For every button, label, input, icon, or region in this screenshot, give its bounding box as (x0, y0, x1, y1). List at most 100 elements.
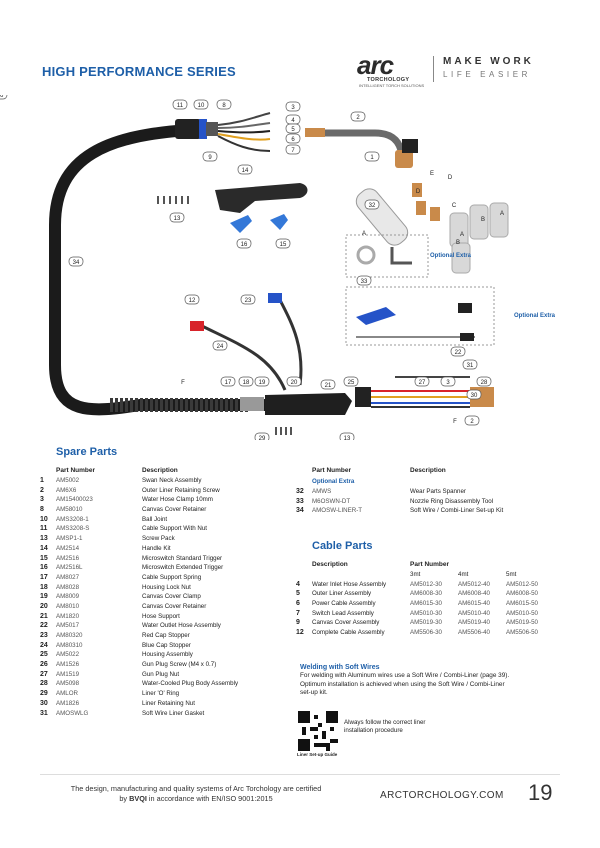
part-description: Canvas Cover Clamp (142, 593, 201, 601)
callout-label: 28 (481, 380, 488, 386)
callout-label: 21 (325, 383, 332, 389)
callout-label: 14 (242, 168, 249, 174)
part-description: Water-Cooled Plug Body Assembly (142, 680, 239, 688)
part-description: Water Inlet Hose Assembly (312, 580, 387, 588)
callout-label: 19 (259, 380, 266, 386)
callout-label: 5 (291, 127, 295, 133)
callout-label: 3 (446, 380, 450, 386)
callout-bubble (220, 376, 236, 387)
callout-label: 1 (370, 155, 374, 161)
handle (215, 183, 308, 213)
logo-subtitle: TORCHOLOGY (367, 77, 410, 83)
callout-bubble (466, 389, 482, 400)
cable-support (175, 119, 201, 139)
part-number: AM5010-30 (410, 609, 442, 617)
soft-wire-heading: Welding with Soft Wires (300, 664, 380, 671)
callout-label: 4 (291, 118, 295, 124)
part-description: Microswitch Standard Trigger (142, 554, 223, 562)
callout-bubble (350, 111, 366, 122)
callout-bubble (285, 123, 301, 134)
item-number: 22 (40, 622, 48, 630)
callout-label: 29 (259, 436, 266, 440)
callout-label: F (181, 380, 185, 386)
item-number: 28 (40, 680, 48, 688)
part-description: Power Cable Assembly (312, 600, 376, 608)
item-number: 5 (296, 590, 300, 598)
wear-parts-spanner (355, 188, 409, 246)
part-number: AMLOR (56, 690, 79, 698)
canvas-retainer (206, 122, 218, 136)
part-number: AM2516 (56, 554, 80, 562)
part-description: Housing Assembly (142, 651, 193, 659)
part-description: Liner Retaining Nut (142, 699, 195, 707)
page-number: 19 (528, 780, 553, 805)
part-description: Nozzle Ring Disassembly Tool (410, 497, 494, 505)
len-5mt: 5mt (506, 571, 517, 579)
footer-divider (40, 774, 560, 775)
callout-bubble (172, 99, 188, 110)
part-number: AM5506-40 (458, 629, 490, 637)
footer-website[interactable]: ARCTORCHOLOGY.COM (380, 790, 504, 801)
part-description: Water Outlet Hose Assembly (142, 622, 221, 630)
callout-label: 32 (369, 203, 376, 209)
contact-tip (305, 128, 325, 137)
part-number: AMSP1-1 (56, 535, 83, 543)
callout-bubble (450, 346, 466, 357)
qr-code[interactable] (298, 711, 338, 751)
part-description: Cable Support With Nut (142, 525, 207, 533)
callout-bubble (462, 359, 478, 370)
callout-label: 20 (291, 380, 298, 386)
part-description: Housing Lock Nut (142, 583, 191, 591)
part-number: AM5010-40 (458, 609, 490, 617)
item-number: 25 (40, 651, 48, 659)
callout-bubble (320, 379, 336, 390)
footer-certification: The design, manufacturing and quality sy… (70, 784, 322, 803)
part-number: AM5019-30 (410, 619, 442, 627)
callout-bubble (364, 199, 380, 210)
item-number: 19 (40, 593, 48, 601)
logo-strapline: INTELLIGENT TORCH SOLUTIONS (359, 83, 425, 88)
callout-bubble (193, 99, 209, 110)
callout-bubble (339, 432, 355, 440)
callout-label: 15 (280, 242, 287, 248)
callout-label: D (448, 175, 453, 181)
part-number: AM6015-50 (506, 600, 538, 608)
part-description: Switch Lead Assembly (312, 609, 374, 617)
part-number: AM2514 (56, 544, 80, 552)
part-number: AM80320 (56, 632, 83, 640)
part-description: Gun Plug Screw (M4 x 0.7) (142, 661, 217, 669)
part-number: AM5098 (56, 680, 80, 688)
callout-label: 13 (344, 436, 351, 440)
item-number: 11 (40, 525, 48, 533)
logo-divider (433, 56, 434, 82)
item-number: 6 (296, 600, 300, 608)
part-number: AM58010 (56, 506, 83, 514)
callout-bubble (0, 95, 8, 100)
part-number: AM6008-40 (458, 590, 490, 598)
callout-label: D (416, 189, 421, 195)
col-part-number: Part Number (56, 467, 96, 475)
part-number: AM5506-30 (410, 629, 442, 637)
part-number: AM1820 (56, 612, 80, 620)
callout-bubble (476, 376, 492, 387)
part-description: Canvas Cover Assembly (312, 619, 380, 627)
optional-extra-label: Optional Extra (312, 477, 355, 485)
callout-label: A (362, 231, 366, 237)
part-description: Ball Joint (142, 515, 168, 523)
water-hose-red (199, 323, 287, 391)
optional-extra-callout: Optional Extra (514, 313, 556, 319)
callout-label: 26 (0, 95, 4, 99)
callout-label: 27 (419, 380, 426, 386)
logo-word: arc (357, 50, 394, 80)
callout-label: 24 (217, 344, 224, 350)
